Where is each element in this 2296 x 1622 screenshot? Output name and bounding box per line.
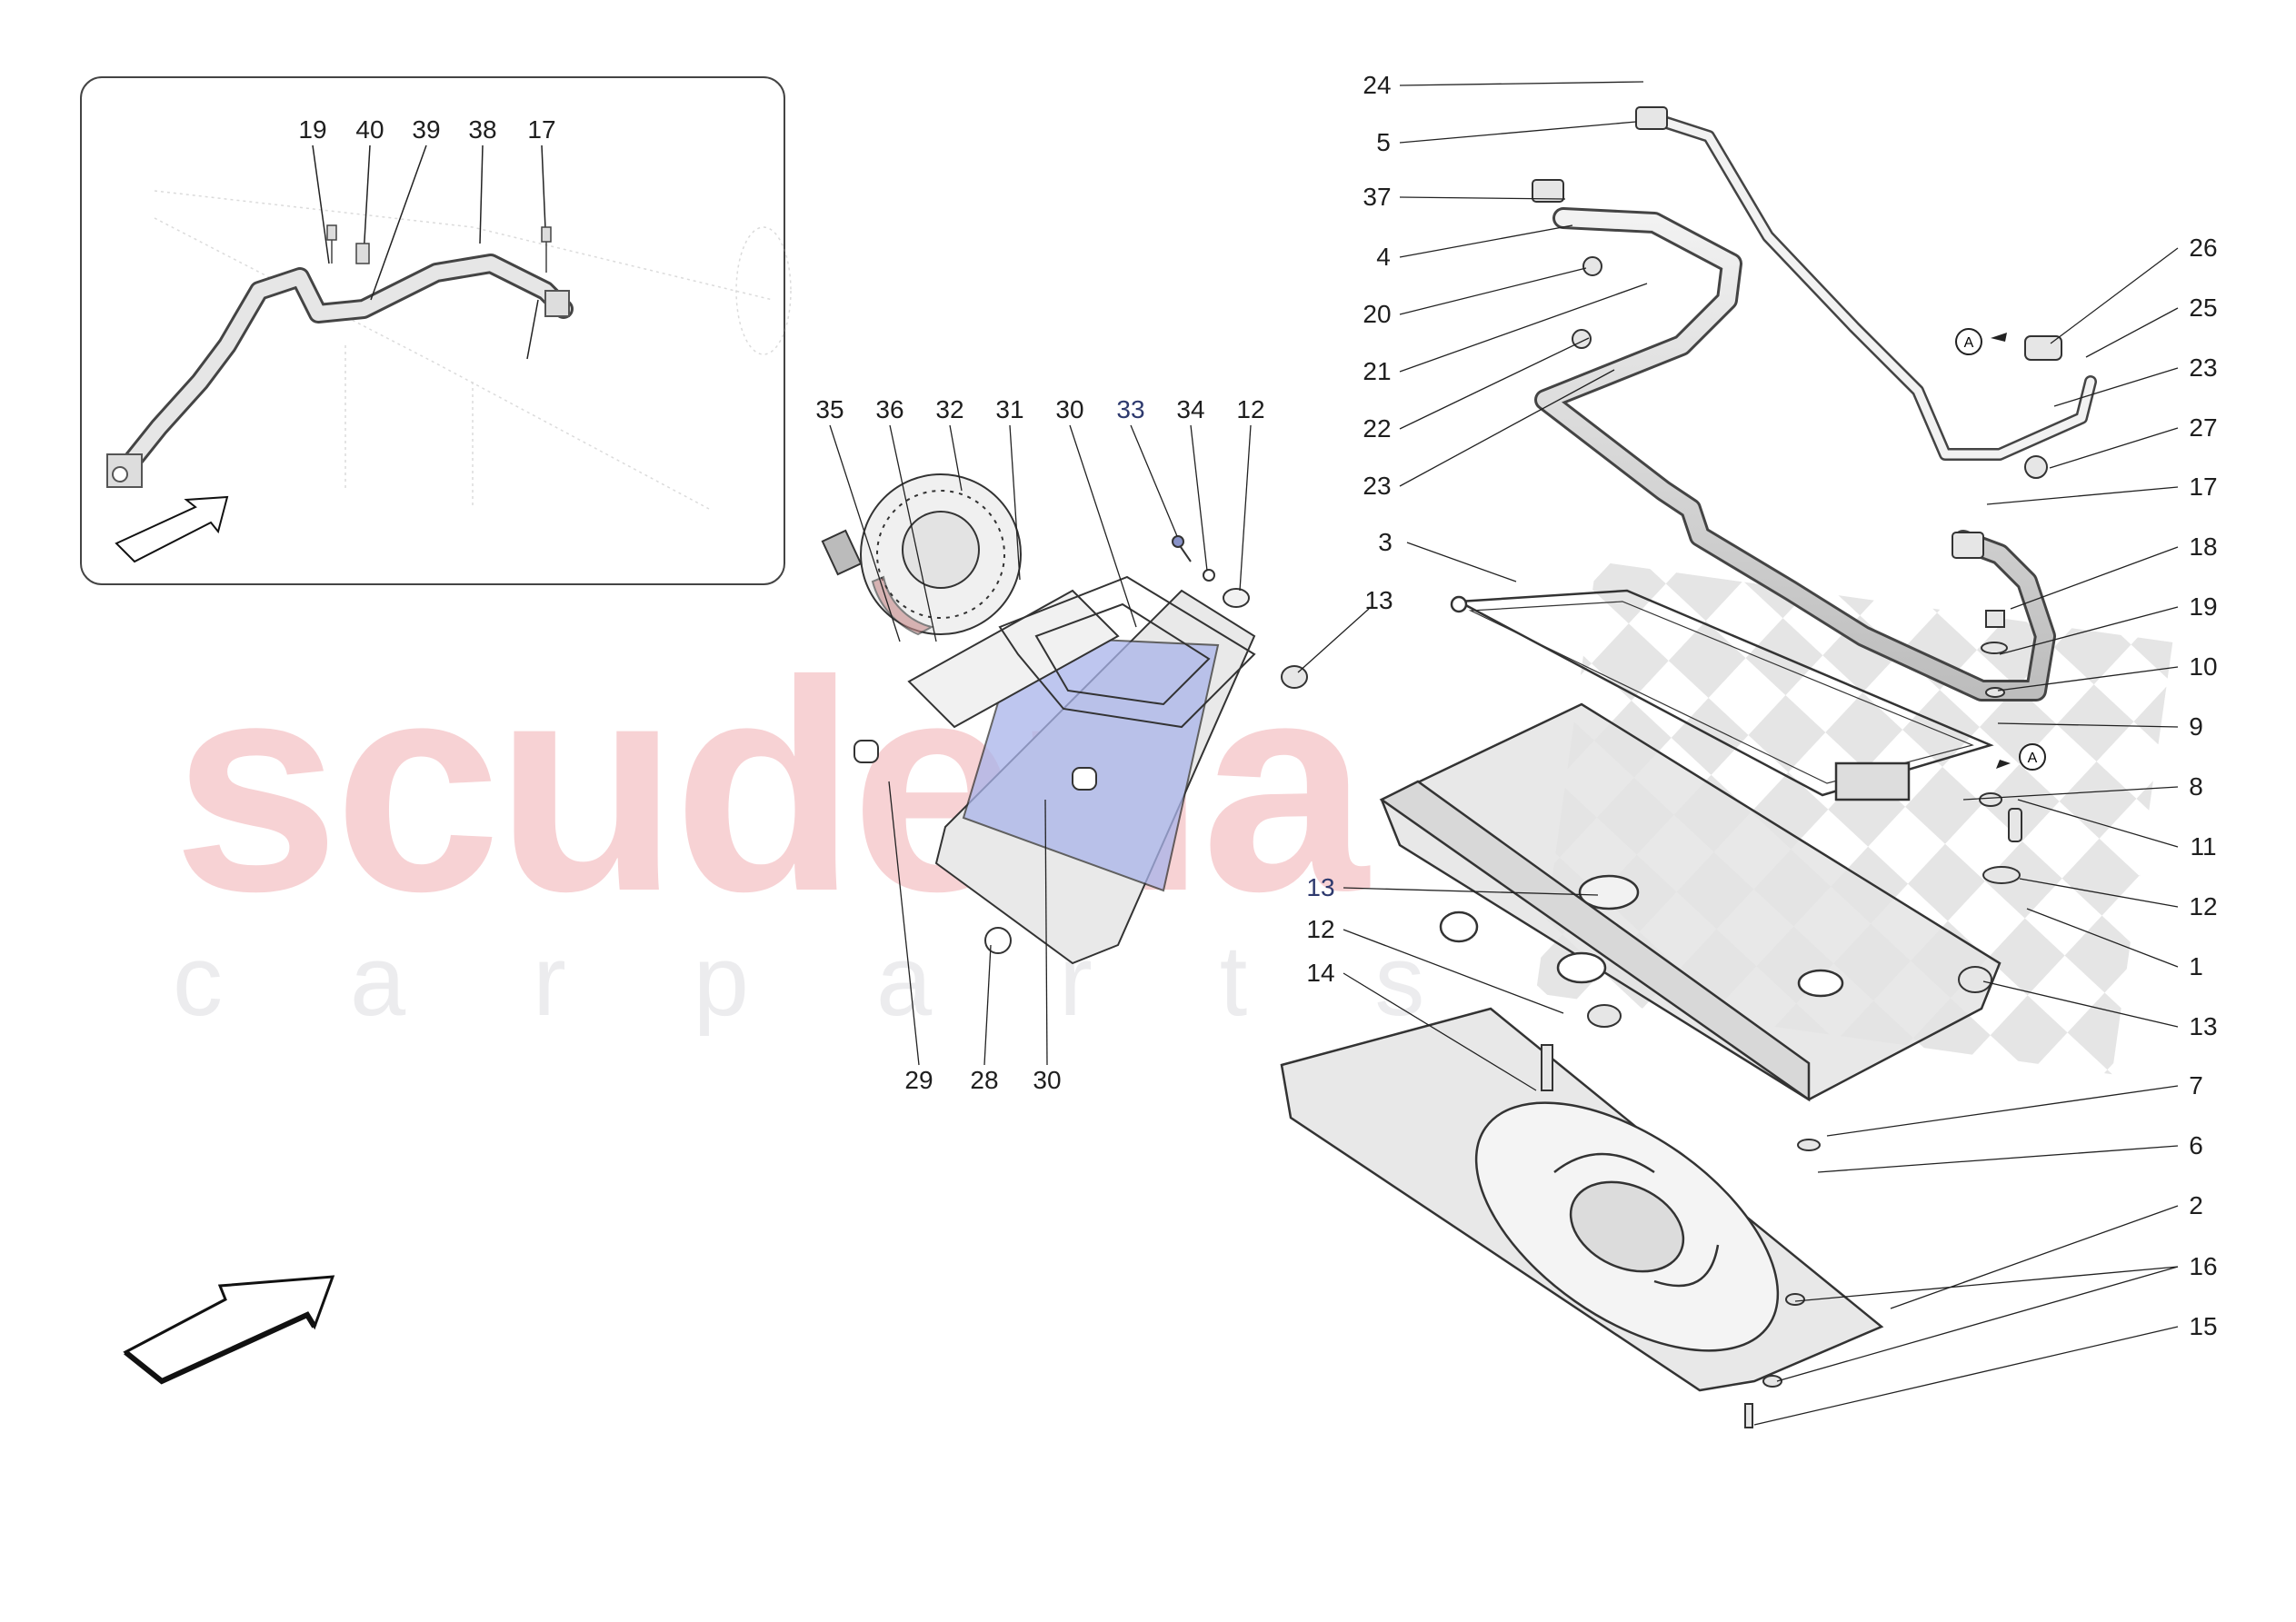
callout-label-36: 36: [875, 395, 904, 423]
marker-a-top: A: [1964, 335, 1974, 351]
inset-detail-frame: [80, 76, 785, 585]
callout-label-22: 22: [1363, 414, 1392, 443]
small-fittings: [1532, 106, 2062, 1428]
callout-label-11: 11: [2190, 832, 2217, 861]
callout-label-17: 17: [2189, 473, 2218, 501]
inset-fasteners: [326, 224, 552, 273]
callout-label-20: 20: [1363, 300, 1392, 328]
callout-label-17: 17: [527, 115, 556, 144]
callout-label-23: 23: [1363, 472, 1392, 500]
callout-label-4: 4: [1376, 243, 1391, 271]
callout-label-25: 25: [2189, 294, 2218, 322]
callout-label-16: 16: [2189, 1252, 2218, 1280]
view-direction-arrow-icon: [123, 1275, 335, 1383]
callout-label-37: 37: [1363, 183, 1392, 211]
callout-label-5: 5: [1376, 128, 1391, 156]
callout-label-30: 30: [1055, 395, 1084, 423]
aux-fasteners: [1172, 535, 1308, 689]
callout-label-33: 33: [1116, 395, 1145, 423]
callout-label-15: 15: [2189, 1312, 2218, 1340]
callout-label-3: 3: [1378, 528, 1393, 556]
watermark-carparts: carparts: [173, 925, 1552, 1037]
callout-label-32: 32: [935, 395, 964, 423]
callout-label-2: 2: [2189, 1191, 2203, 1219]
inset-hose-38: [106, 254, 574, 488]
inset-background-ghost: [154, 190, 792, 510]
callout-label-19: 19: [298, 115, 327, 144]
callout-label-7: 7: [2189, 1071, 2203, 1100]
callout-label-24: 24: [1363, 71, 1392, 99]
aux-fan-32: [821, 473, 1022, 636]
aux-radiator-28: [854, 589, 1256, 965]
cooling-hoses: [1534, 112, 2097, 702]
main-radiator-1: [1379, 702, 2002, 1102]
callout-label-26: 26: [2189, 234, 2218, 262]
callout-label-6: 6: [2189, 1131, 2203, 1159]
inset-view-arrow-icon: [115, 495, 229, 563]
callout-label-13: 13: [1364, 586, 1393, 614]
marker-a-bottom: A: [2028, 751, 2038, 766]
callout-label-8: 8: [2189, 772, 2203, 801]
callout-label-12: 12: [1236, 395, 1265, 423]
callout-label-39: 39: [412, 115, 441, 144]
callout-label-40: 40: [355, 115, 384, 144]
callout-label-19: 19: [2189, 592, 2218, 621]
callout-label-12: 12: [1306, 915, 1335, 943]
callout-label-38: 38: [468, 115, 497, 144]
callout-label-13: 13: [1306, 873, 1335, 901]
callout-label-13: 13: [2189, 1012, 2218, 1040]
callout-label-18: 18: [2189, 532, 2218, 561]
callout-label-28: 28: [970, 1066, 999, 1094]
callout-label-1: 1: [2189, 952, 2203, 980]
callout-label-23: 23: [2189, 353, 2218, 382]
callout-label-35: 35: [815, 395, 844, 423]
condenser-3: [1450, 589, 1994, 801]
callout-label-9: 9: [2189, 712, 2203, 741]
mount-bracket-31: [998, 575, 1256, 729]
callout-label-29: 29: [904, 1066, 933, 1094]
fan-shroud-2: [1280, 1007, 1884, 1392]
callout-label-10: 10: [2189, 652, 2218, 681]
center-leader-lines: [829, 424, 1370, 1066]
callout-label-21: 21: [1363, 357, 1392, 385]
callout-label-12: 12: [2189, 892, 2218, 920]
callout-label-31: 31: [995, 395, 1024, 423]
right-leader-lines: [1343, 81, 2179, 1426]
callout-label-27: 27: [2189, 413, 2218, 442]
callout-label-34: 34: [1176, 395, 1205, 423]
callout-label-14: 14: [1306, 959, 1335, 987]
inset-leader-lines: [312, 144, 546, 360]
callout-label-30: 30: [1033, 1066, 1062, 1094]
direction-markers: [1955, 328, 2046, 771]
